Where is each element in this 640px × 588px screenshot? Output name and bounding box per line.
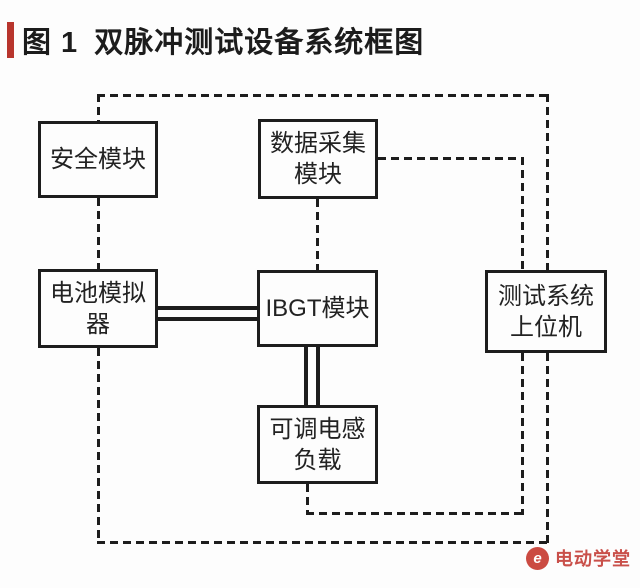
figure-title-row: 图 1 双脉冲测试设备系统框图 [7, 20, 424, 60]
figure-number: 图 1 [22, 27, 79, 59]
node-data-acquisition: 数据采集 模块 [258, 119, 378, 199]
dashed-connector-bottom-inner [306, 512, 524, 515]
power-line-igbt-load-right [316, 347, 320, 405]
figure-caption: 双脉冲测试设备系统框图 [94, 27, 425, 59]
dashed-connector-bottom-outer [97, 541, 549, 544]
node-test-system-host: 测试系统 上位机 [485, 270, 607, 353]
dashed-connector-daq-right [378, 157, 524, 160]
node-adjustable-inductive-load: 可调电感 负载 [257, 405, 378, 484]
red-accent-bar [7, 22, 14, 58]
dashed-connector-daq-igbt [316, 199, 319, 270]
node-battery-simulator: 电池模拟 器 [38, 269, 158, 348]
figure-title: 图 1 双脉冲测试设备系统框图 [22, 19, 424, 61]
watermark-text: 电动学堂 [555, 549, 631, 569]
power-line-battery-igbt-upper [158, 306, 257, 310]
e-circle-logo-icon: e [526, 546, 549, 570]
dashed-connector-right-outer-lower [546, 353, 549, 543]
dashed-connector-safety-battery [97, 198, 100, 271]
dashed-connector-right-inner-lower [521, 353, 524, 515]
dashed-connector-load-bottom [306, 484, 309, 515]
dashed-connector-safety-top [97, 94, 100, 123]
node-safety-module: 安全模块 [38, 121, 158, 198]
power-line-battery-igbt-lower [158, 317, 257, 321]
dashed-connector-battery-bottom [97, 348, 100, 544]
dashed-connector-right-outer-upper [546, 94, 549, 270]
node-igbt-module: IBGT模块 [257, 270, 378, 347]
dashed-connector-top-horizontal [97, 94, 549, 97]
dashed-connector-right-inner-upper [521, 157, 524, 270]
power-line-igbt-load-left [304, 347, 308, 405]
watermark: e 电动学堂 [526, 545, 631, 571]
